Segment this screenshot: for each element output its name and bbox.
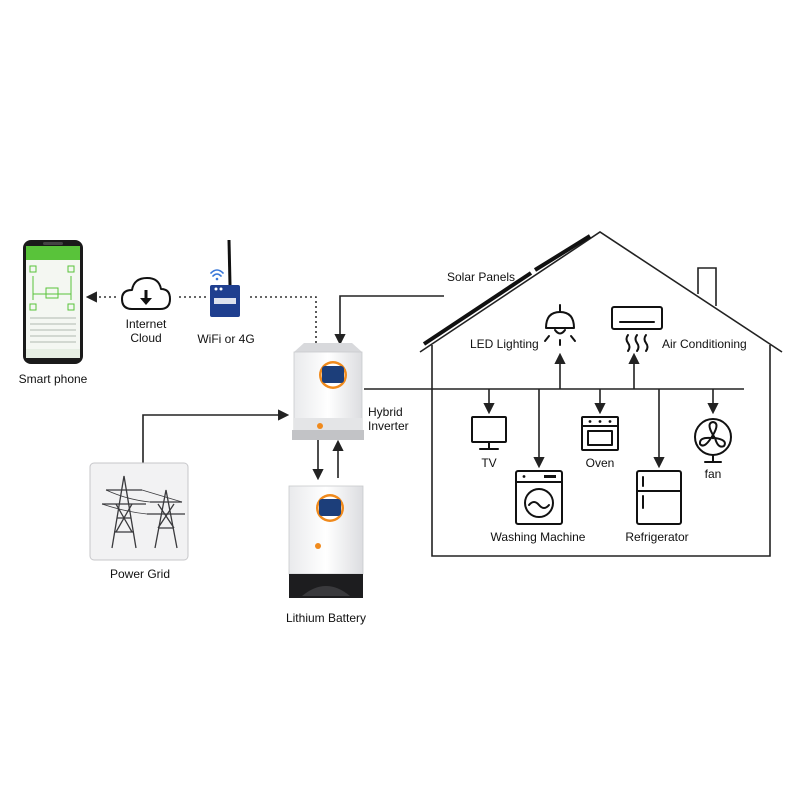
hybrid-inverter [292, 343, 364, 440]
fan-icon [694, 418, 732, 463]
inverter-to-wifi-dotted-line [248, 296, 317, 343]
power-grid-label: Power Grid [110, 567, 170, 581]
house-bus [364, 352, 744, 469]
house-outline [419, 231, 783, 557]
fan-label: fan [705, 467, 722, 481]
tv-label: TV [481, 456, 496, 470]
hybrid-label: Hybrid [368, 405, 403, 419]
solar-panels-label: Solar Panels [447, 270, 515, 284]
refrigerator-icon [636, 470, 682, 525]
smart-phone [23, 240, 83, 364]
solar-to-inverter-line [334, 295, 444, 346]
led-lighting-label: LED Lighting [470, 337, 539, 351]
air-conditioner-icon [611, 306, 663, 352]
wifi-module [210, 239, 240, 317]
refrigerator-label: Refrigerator [625, 530, 688, 544]
inverter-label: Inverter [368, 419, 409, 433]
washing-machine-label: Washing Machine [491, 530, 586, 544]
washing-machine-icon [515, 470, 563, 525]
wifi-signal-icon [210, 269, 224, 281]
grid-to-inverter-line [142, 409, 290, 463]
wifi-label: WiFi or 4G [197, 332, 254, 346]
transmission-tower-icon [101, 475, 185, 549]
air-conditioning-label: Air Conditioning [662, 337, 747, 351]
smart-phone-label: Smart phone [19, 372, 88, 386]
cloud-download-icon [121, 277, 171, 310]
lithium-battery-label: Lithium Battery [286, 611, 366, 625]
tv-icon [471, 416, 507, 450]
oven-label: Oven [586, 456, 615, 470]
power-grid [89, 462, 189, 561]
lithium-battery [288, 485, 364, 598]
solar-panels [422, 234, 592, 346]
cloud-label: Cloud [130, 331, 161, 345]
lamp-icon [544, 304, 576, 346]
oven-icon [581, 416, 619, 451]
internet-label: Internet [126, 317, 167, 331]
